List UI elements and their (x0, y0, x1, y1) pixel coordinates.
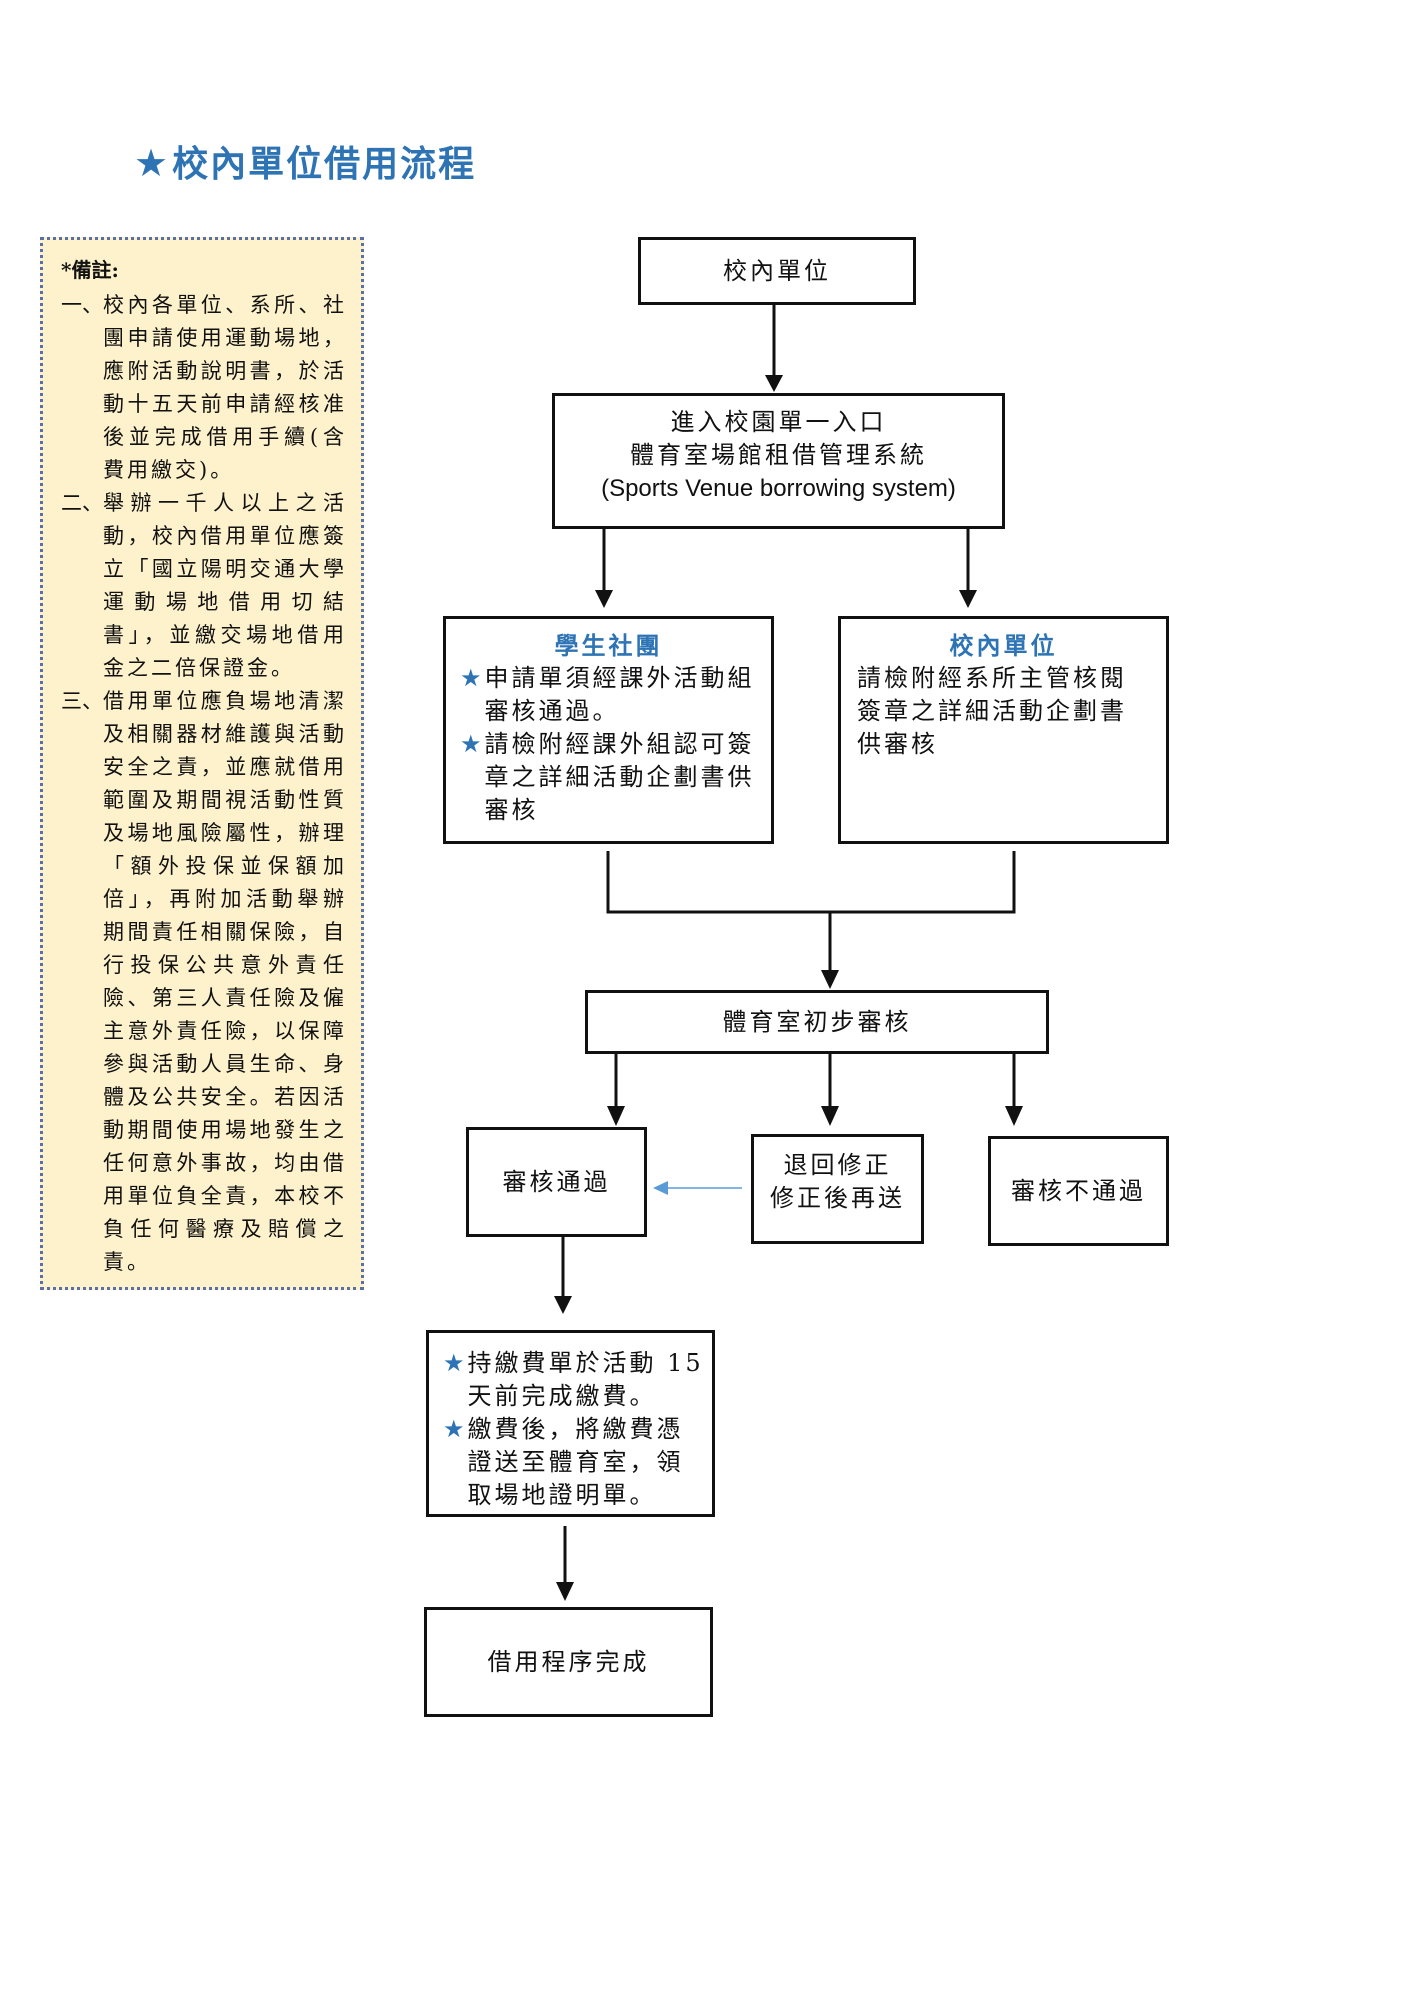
flow-node-returned: 退回修正 修正後再送 (751, 1134, 924, 1244)
bullet-item: ★ 請檢附經課外組認可簽章之詳細活動企劃書供審核 (460, 728, 757, 827)
bullet-text: 持繳費單於活動 15 天前完成繳費。 (467, 1349, 704, 1410)
note-number: 三、 (61, 689, 103, 713)
node-label: 校內單位 (723, 256, 831, 285)
node-label-line3: (Sports Venue borrowing system) (601, 475, 956, 502)
note-number: 一、 (61, 293, 103, 317)
flow-node-approved: 審核通過 (466, 1127, 647, 1237)
flow-node-rejected: 審核不通過 (988, 1136, 1169, 1246)
node-label-line1: 進入校園單一入口 (670, 408, 887, 436)
node-label: 體育室初步審核 (722, 1007, 912, 1036)
flow-node-start: 校內單位 (638, 237, 916, 305)
star-icon: ★ (460, 664, 485, 692)
bullet-item: ★ 繳費後，將繳費憑證送至體育室，領取場地證明單。 (443, 1413, 704, 1512)
node-label: 借用程序完成 (487, 1647, 650, 1676)
flow-node-campus-unit: 校內單位 請檢附經系所主管核閱簽章之詳細活動企劃書供審核 (838, 616, 1169, 844)
star-icon: ★ (134, 141, 171, 185)
node-label-line2: 體育室場館租借管理系統 (630, 441, 927, 469)
arrowhead (765, 375, 783, 392)
note-number: 二、 (61, 491, 103, 515)
arrowhead (554, 1296, 572, 1314)
arrowhead (556, 1582, 574, 1601)
bullet-text: 繳費後，將繳費憑證送至體育室，領取場地證明單。 (467, 1415, 684, 1509)
bullet-item: ★ 申請單須經課外活動組審核通過。 (460, 662, 757, 728)
flow-node-system: 進入校園單一入口 體育室場館租借管理系統 (Sports Venue borro… (552, 393, 1005, 529)
node-heading: 校內單位 (949, 631, 1058, 660)
arrowhead (821, 970, 839, 989)
star-icon: ★ (443, 1415, 468, 1443)
bullet-item: ★ 持繳費單於活動 15 天前完成繳費。 (443, 1347, 704, 1413)
notes-heading: *備註: (61, 258, 119, 282)
notes-panel: *備註: 一、 校內各單位、系所、社團申請使用運動場地，應附活動說明書，於活動十… (40, 237, 364, 1290)
page-title: ★校內單位借用流程 (134, 140, 476, 187)
node-text: 請檢附經系所主管核閱簽章之詳細活動企劃書供審核 (857, 664, 1127, 758)
arrowhead (595, 590, 613, 608)
feedback-arrow (653, 1181, 742, 1195)
node-label: 審核通過 (502, 1167, 611, 1196)
merge-connector (606, 851, 1016, 914)
flow-node-student-club: 學生社團 ★ 申請單須經課外活動組審核通過。 ★ 請檢附經課外組認可簽章之詳細活… (443, 616, 774, 844)
node-label: 審核不通過 (1011, 1176, 1146, 1205)
note-item: 二、 舉辦一千人以上之活動，校內借用單位應簽立「國立陽明交通大學運動場地借用切結… (61, 487, 347, 685)
arrowhead (1005, 1106, 1023, 1126)
note-item: 三、 借用單位應負場地清潔及相關器材維護與活動安全之責，並應就借用範圍及期間視活… (61, 685, 347, 1279)
node-heading: 學生社團 (554, 631, 663, 660)
star-icon: ★ (443, 1349, 468, 1377)
arrowhead (959, 590, 977, 608)
bullet-text: 請檢附經課外組認可簽章之詳細活動企劃書供審核 (484, 730, 755, 824)
flow-node-complete: 借用程序完成 (424, 1607, 713, 1717)
arrowhead (821, 1106, 839, 1126)
bullet-text: 申請單須經課外活動組審核通過。 (484, 664, 755, 725)
node-label-line1: 退回修正 (783, 1151, 892, 1179)
page-title-text: 校內單位借用流程 (172, 143, 477, 185)
node-label-line2: 修正後再送 (770, 1184, 905, 1212)
note-text: 借用單位應負場地清潔及相關器材維護與活動安全之責，並應就借用範圍及期間視活動性質… (103, 689, 347, 1274)
arrowhead (607, 1106, 625, 1126)
note-text: 校內各單位、系所、社團申請使用運動場地，應附活動說明書，於活動十五天前申請經核准… (103, 293, 347, 482)
note-item: 一、 校內各單位、系所、社團申請使用運動場地，應附活動說明書，於活動十五天前申請… (61, 289, 347, 487)
star-icon: ★ (460, 730, 485, 758)
flow-node-initial-review: 體育室初步審核 (585, 990, 1049, 1054)
note-text: 舉辦一千人以上之活動，校內借用單位應簽立「國立陽明交通大學運動場地借用切結書」，… (103, 491, 347, 680)
flow-node-payment: ★ 持繳費單於活動 15 天前完成繳費。 ★ 繳費後，將繳費憑證送至體育室，領取… (426, 1330, 715, 1517)
